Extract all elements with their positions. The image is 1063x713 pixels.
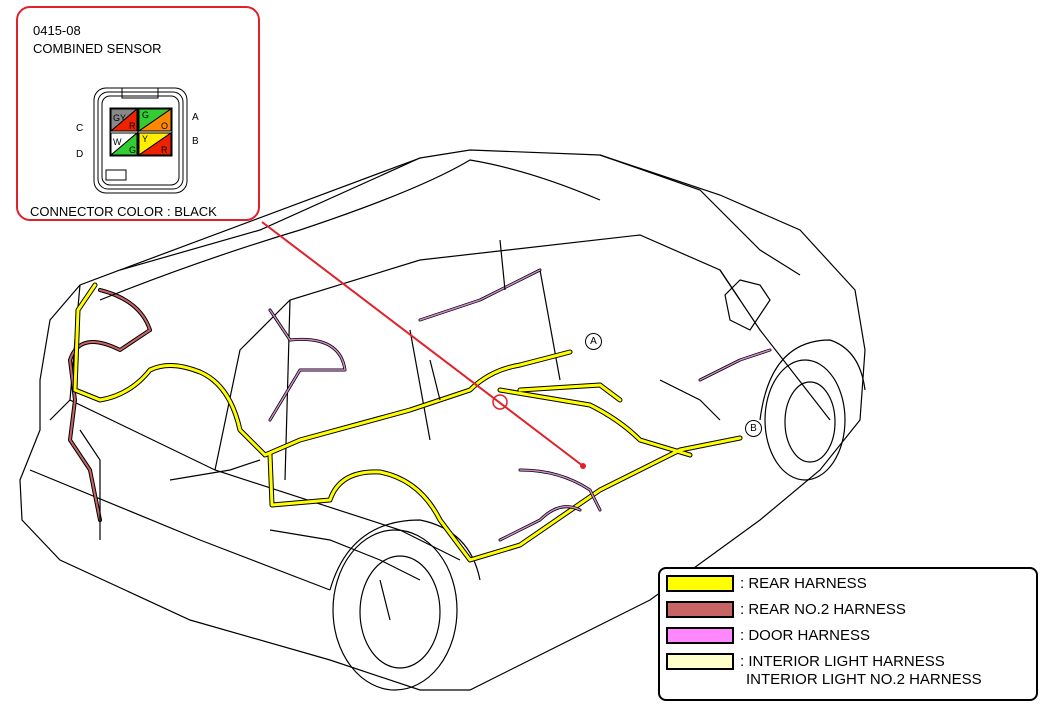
pin-color-codes: GY R W G G O Y R <box>113 110 168 155</box>
route-marker-b: B <box>745 420 762 437</box>
pin-d-top: W <box>113 137 122 147</box>
harness-door <box>268 268 772 542</box>
connector-code: 0415-08 <box>33 23 81 38</box>
pin-b-top: Y <box>142 134 148 144</box>
legend-swatch-door <box>666 627 734 644</box>
callout-leader-line <box>261 221 584 467</box>
route-marker-a: A <box>585 333 602 350</box>
pin-d-bottom: G <box>129 145 136 155</box>
legend-item-interior-light: : INTERIOR LIGHT HARNESS <box>666 653 945 675</box>
harness-thin <box>79 159 721 621</box>
legend-label-rear: : REAR HARNESS <box>740 575 867 592</box>
connector-color-label: CONNECTOR COLOR : BLACK <box>30 204 217 219</box>
legend-swatch-rear <box>666 575 734 592</box>
pin-a-bottom: O <box>161 121 168 131</box>
connector-face-drawing: GY R W G G O Y R <box>93 87 188 194</box>
legend-swatch-interior-light <box>666 653 734 670</box>
connector-callout: 0415-08 COMBINED SENSOR GY R W G <box>16 6 260 221</box>
harness-rear-no2 <box>68 288 152 522</box>
legend-item-rear-no2: : REAR NO.2 HARNESS <box>666 601 906 623</box>
pin-c-bottom: R <box>129 121 136 131</box>
legend-label-interior-light: : INTERIOR LIGHT HARNESS <box>740 653 945 670</box>
legend-swatch-rear-no2 <box>666 601 734 618</box>
legend-label-rear-no2: : REAR NO.2 HARNESS <box>740 601 906 618</box>
legend-label-door: : DOOR HARNESS <box>740 627 871 644</box>
sensor-location-dot <box>580 463 586 469</box>
pin-c-top: GY <box>113 113 126 123</box>
pin-a-top: G <box>142 110 149 120</box>
pin-label-d: D <box>76 149 84 160</box>
legend-item-door: : DOOR HARNESS <box>666 627 870 649</box>
wheels <box>329 339 866 691</box>
pin-label-b: B <box>192 136 199 147</box>
harness-legend: : REAR HARNESS : REAR NO.2 HARNESS : DOO… <box>658 567 1038 701</box>
harness-rear <box>72 282 743 563</box>
legend-label-interior-light-no2: INTERIOR LIGHT NO.2 HARNESS <box>746 671 982 688</box>
connector-pins <box>109 107 173 157</box>
connector-name: COMBINED SENSOR <box>33 41 162 56</box>
pin-b-bottom: R <box>161 145 168 155</box>
pin-label-c: C <box>76 123 84 134</box>
callout-target-ring <box>492 394 508 410</box>
pin-label-a: A <box>192 112 199 123</box>
legend-item-rear: : REAR HARNESS <box>666 575 867 597</box>
